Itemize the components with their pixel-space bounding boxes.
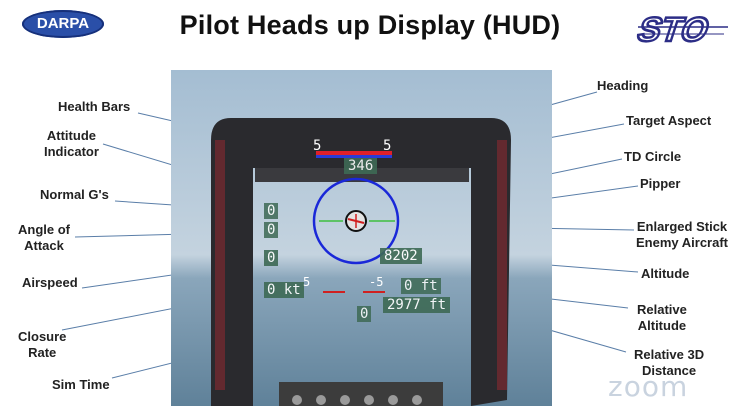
label-normal-gs: Normal G's (40, 187, 109, 202)
label-closure-rate: Closure Rate (18, 329, 67, 360)
label-pipper: Pipper (640, 176, 681, 191)
altitude-readout: 8202 (380, 248, 422, 264)
pitch-left-value: 5 (303, 275, 311, 289)
hud-scene: 5 5 346 0 0 0 0 kt 5 8202 -5 0 ft 2977 f… (171, 70, 552, 406)
label-enlarged-stick: Enlarged Stick Enemy Aircraft (636, 219, 728, 250)
zoom-watermark: zoom (608, 370, 689, 403)
pipper-target-icon (345, 210, 367, 232)
normal-g-readout: 0 (264, 203, 279, 219)
label-altitude: Altitude (641, 266, 690, 281)
pitch-ladder-right (363, 291, 385, 293)
health-bar-blue (316, 155, 392, 158)
heading-readout: 346 (344, 158, 378, 174)
health-right-value: 5 (383, 138, 392, 154)
pitch-ladder-left (323, 291, 345, 293)
label-attitude-indicator: Attitude Indicator (44, 128, 99, 159)
throttle-readout: 0 (264, 250, 279, 266)
label-angle-of-attack: Angle of Attack (18, 222, 70, 253)
slide-title: Pilot Heads up Display (HUD) (179, 10, 561, 40)
aoa-readout: 0 (264, 222, 279, 238)
label-relative-3d-distance: Relative 3D Distance (634, 347, 705, 378)
darpa-logo: DARPA (22, 10, 104, 38)
label-sim-time: Sim Time (52, 377, 110, 392)
closure-readout: 0 (357, 306, 372, 322)
svg-text:STO: STO (633, 11, 715, 48)
health-bar-red (316, 151, 392, 155)
distance-readout: 2977 ft (383, 297, 451, 313)
sto-logo: STO (628, 8, 736, 50)
relative-altitude-readout: 0 ft (401, 278, 441, 294)
label-td-circle: TD Circle (624, 149, 682, 164)
label-airspeed: Airspeed (22, 275, 78, 290)
pitch-right-value: -5 (369, 275, 384, 289)
airspeed-readout: 0 kt (264, 282, 304, 298)
label-heading: Heading (597, 78, 649, 93)
label-relative-altitude: Relative Altitude (637, 302, 687, 333)
label-health-bars: Health Bars (58, 99, 131, 114)
health-left-value: 5 (313, 138, 322, 154)
label-target-aspect: Target Aspect (626, 113, 712, 128)
